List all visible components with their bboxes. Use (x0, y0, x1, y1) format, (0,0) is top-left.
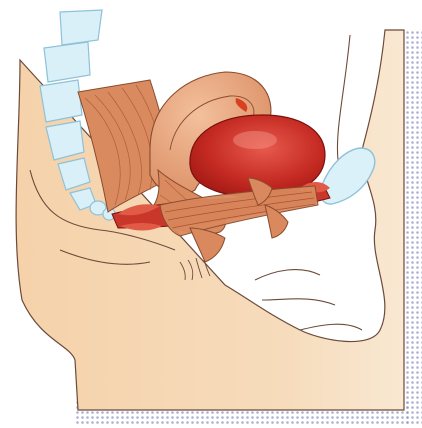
pelvis-illustration (0, 0, 422, 428)
